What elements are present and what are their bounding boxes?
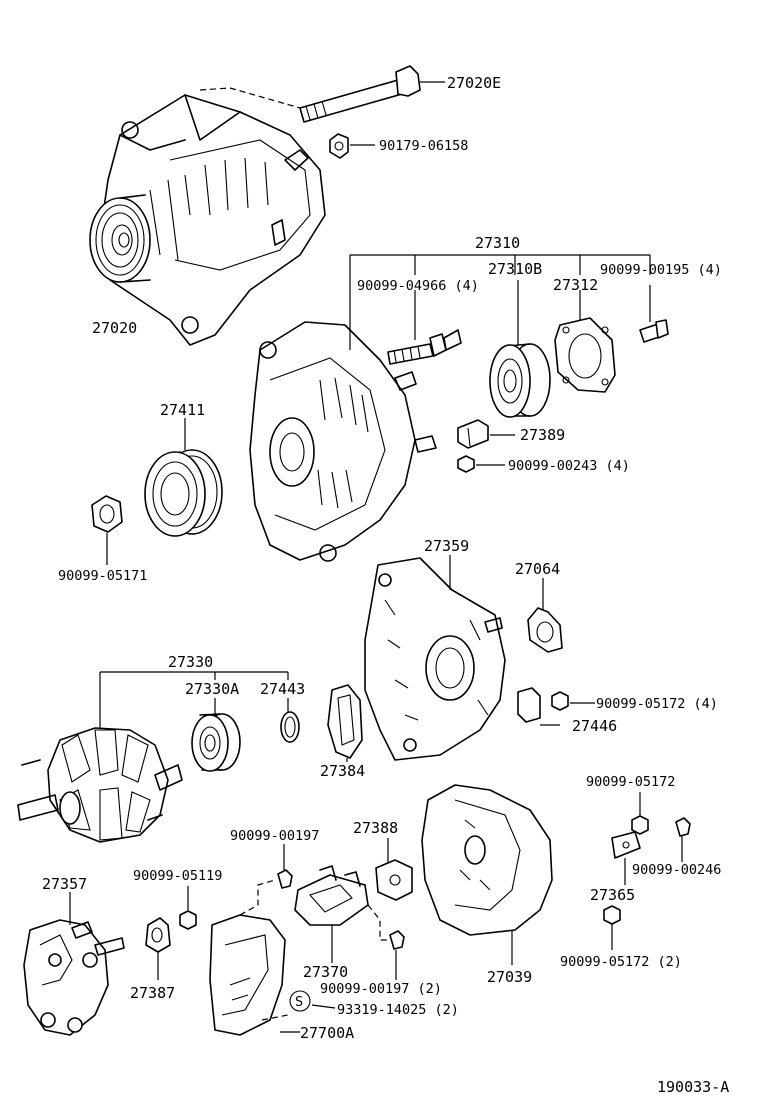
- nut-05172-2-drawing: [603, 905, 621, 925]
- ring-27443-drawing: [280, 711, 300, 743]
- label-27330A: 27330A: [185, 680, 239, 698]
- label-27365: 27365: [590, 886, 635, 904]
- label-27387: 27387: [130, 984, 175, 1002]
- label-27359: 27359: [424, 537, 469, 555]
- nut-90179-drawing: [329, 133, 349, 159]
- label-90099-00195: 90099-00195 (4): [600, 262, 722, 278]
- label-90099-05172-4: 90099-05172 (4): [596, 696, 718, 712]
- insulator-27389-drawing: [457, 419, 489, 449]
- label-90099-00197-2: 90099-00197 (2): [320, 981, 442, 997]
- label-93319-14025: 93319-14025 (2): [337, 1002, 459, 1018]
- label-90099-05172-2: 90099-05172 (2): [560, 954, 682, 970]
- stud-bolt-drawing: [387, 329, 462, 365]
- rectifier-end-frame-drawing: [364, 557, 506, 761]
- label-27310: 27310: [475, 234, 520, 252]
- rear-cover-27039-drawing: [421, 784, 553, 936]
- label-27411: 27411: [160, 401, 205, 419]
- label-27357: 27357: [42, 875, 87, 893]
- insulator-27384-drawing: [327, 684, 363, 759]
- screw-00197-2-drawing: [389, 930, 405, 950]
- supplied-symbol-circle: [289, 990, 311, 1012]
- bearing-27330A-drawing: [191, 713, 241, 772]
- label-27700A: 27700A: [300, 1024, 354, 1042]
- through-bolt-drawing: [299, 65, 421, 123]
- label-27388: 27388: [353, 819, 398, 837]
- label-27389: 27389: [520, 426, 565, 444]
- label-90099-05172: 90099-05172: [586, 774, 675, 790]
- brush-holder-27370-drawing: [294, 865, 369, 926]
- nut-05119-drawing: [179, 910, 197, 930]
- label-27370: 27370: [303, 963, 348, 981]
- pulley-27411-drawing: [144, 449, 223, 537]
- nut-05172-top-drawing: [631, 815, 649, 835]
- terminal-27446-drawing: [517, 687, 541, 723]
- nut-05172-4-drawing: [551, 691, 569, 711]
- label-90099-00246: 90099-00246: [632, 862, 721, 878]
- label-27020E: 27020E: [447, 74, 501, 92]
- bolt-27387-drawing: [145, 917, 171, 953]
- label-27312: 27312: [553, 276, 598, 294]
- label-27039: 27039: [487, 968, 532, 986]
- nut-05171-drawing: [91, 495, 123, 533]
- label-27443: 27443: [260, 680, 305, 698]
- label-90099-05171: 90099-05171: [58, 568, 147, 584]
- label-90179-06158: 90179-06158: [379, 138, 468, 154]
- cover-27064-drawing: [527, 607, 563, 653]
- label-s-symbol: S: [295, 994, 303, 1010]
- screw-00195-drawing: [639, 319, 669, 343]
- label-27446: 27446: [572, 717, 617, 735]
- label-90099-00197: 90099-00197: [230, 828, 319, 844]
- label-27064: 27064: [515, 560, 560, 578]
- label-27330: 27330: [168, 653, 213, 671]
- drive-end-frame-drawing: [249, 321, 437, 562]
- rotor-27330-drawing: [17, 727, 183, 843]
- alternator-assembly-drawing: [89, 94, 326, 346]
- label-27020: 27020: [92, 319, 137, 337]
- nut-00243-drawing: [457, 455, 475, 473]
- rectifier-27357-drawing: [23, 919, 125, 1036]
- label-27310B: 27310B: [488, 260, 542, 278]
- label-90099-05119: 90099-05119: [133, 868, 222, 884]
- regulator-27700A-drawing: [209, 914, 286, 1036]
- screw-00246-drawing: [675, 817, 691, 837]
- bearing-27310B-drawing: [489, 343, 551, 418]
- label-90099-04966: 90099-04966 (4): [357, 278, 479, 294]
- retainer-plate-drawing: [554, 317, 616, 393]
- plate-27365-drawing: [611, 831, 641, 859]
- cover-27388-drawing: [375, 859, 413, 901]
- screw-00197-drawing: [277, 869, 293, 889]
- label-90099-00243: 90099-00243 (4): [508, 458, 630, 474]
- label-27384: 27384: [320, 762, 365, 780]
- figure-number: 190033-A: [657, 1078, 729, 1096]
